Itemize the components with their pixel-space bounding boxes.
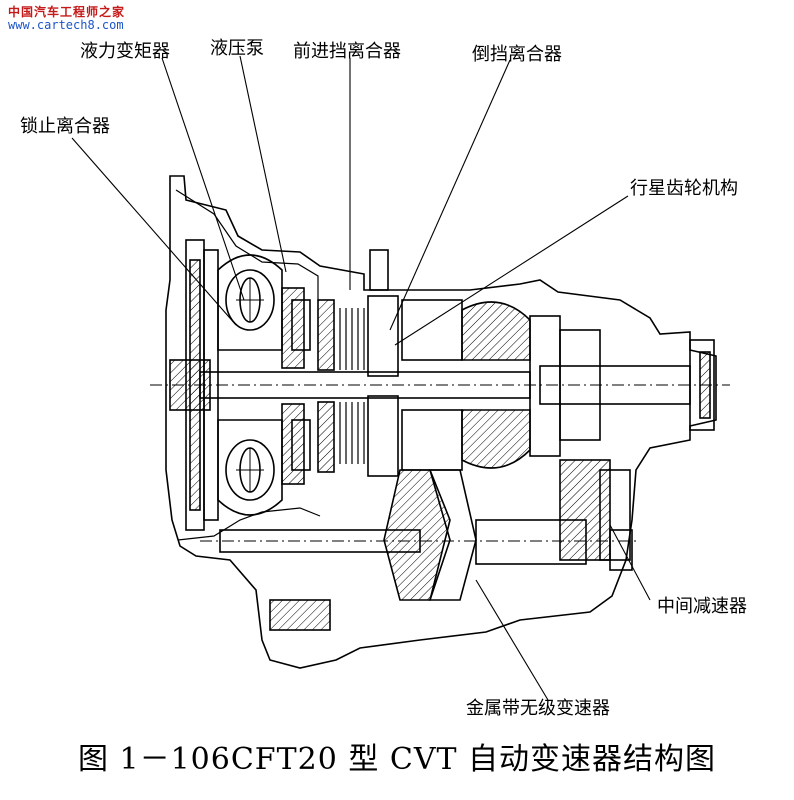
metal-belt-cvt [200,469,640,631]
label-reverse-clutch: 倒挡离合器 [472,44,562,65]
hydraulic-pump [281,287,311,485]
leader-lines [71,55,651,701]
watermark-url: www.cartech8.com [8,18,124,33]
clutch-packs [317,249,399,477]
label-torque-converter: 液力变矩器 [80,41,170,62]
transmission-housing [165,175,717,669]
label-metal-belt-cvt: 金属带无级变速器 [466,698,610,719]
watermark-title: 中国汽车工程师之家 [8,5,126,19]
figure-caption: 图 1－106CFT20 型 CVT 自动变速器结构图 [77,742,717,777]
input-shaft [150,365,730,405]
label-intermediate-reducer: 中间减速器 [657,596,747,617]
label-forward-clutch: 前进挡离合器 [293,41,401,62]
label-hydraulic-pump: 液压泵 [210,38,264,59]
intermediate-reducer [559,459,633,571]
label-planetary-gear: 行星齿轮机构 [630,178,738,199]
watermark: 中国汽车工程师之家 www.cartech8.com [8,5,126,33]
label-lockup-clutch: 锁止离合器 [20,116,110,137]
output-flange [689,339,715,431]
